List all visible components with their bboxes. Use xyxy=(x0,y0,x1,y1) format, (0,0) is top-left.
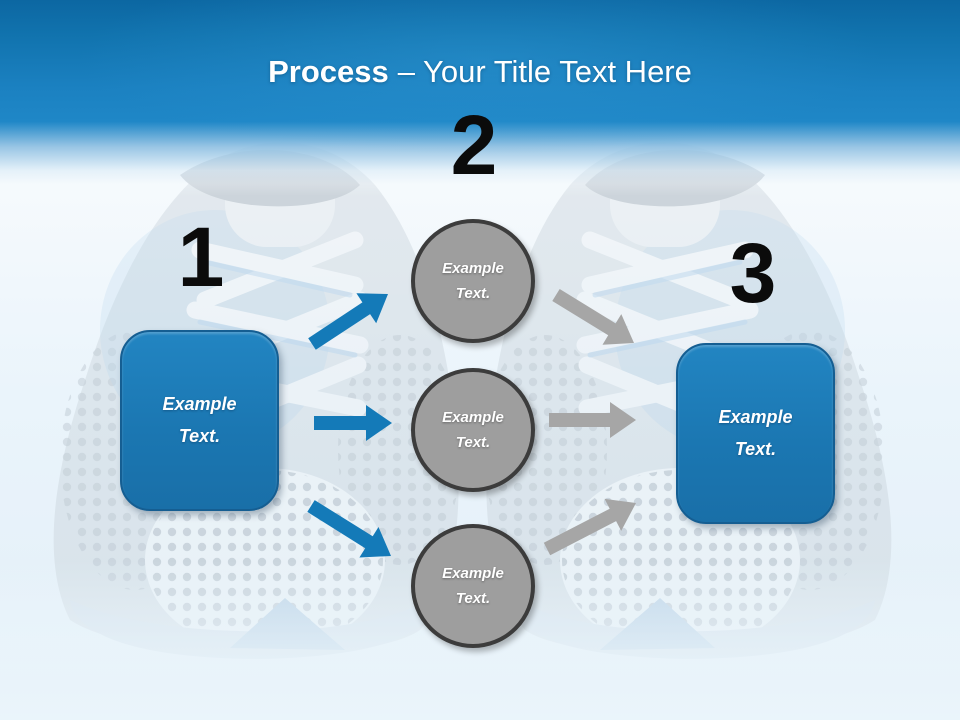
title-keyword: Process xyxy=(268,54,389,89)
step3-number: 3 xyxy=(729,226,777,320)
title-bar: Process– Your Title Text Here xyxy=(0,0,960,196)
step2-circle-1-label: Example Text. xyxy=(442,259,504,303)
step1-box: Example Text. xyxy=(120,330,279,511)
step1-box-label: Example Text. xyxy=(162,394,237,446)
step2-number: 2 xyxy=(450,98,498,192)
slide-title: Process– Your Title Text Here xyxy=(0,52,960,92)
step1-number: 1 xyxy=(177,210,225,304)
step3-box: Example Text. xyxy=(676,343,835,524)
step2-circle-2: Example Text. xyxy=(411,368,535,492)
step2-circle-1: Example Text. xyxy=(411,219,535,343)
title-subtitle: – Your Title Text Here xyxy=(397,54,692,89)
step2-circle-3-label: Example Text. xyxy=(442,564,504,608)
step3-box-label: Example Text. xyxy=(718,407,793,459)
step2-circle-3: Example Text. xyxy=(411,524,535,648)
step2-circle-2-label: Example Text. xyxy=(442,408,504,452)
